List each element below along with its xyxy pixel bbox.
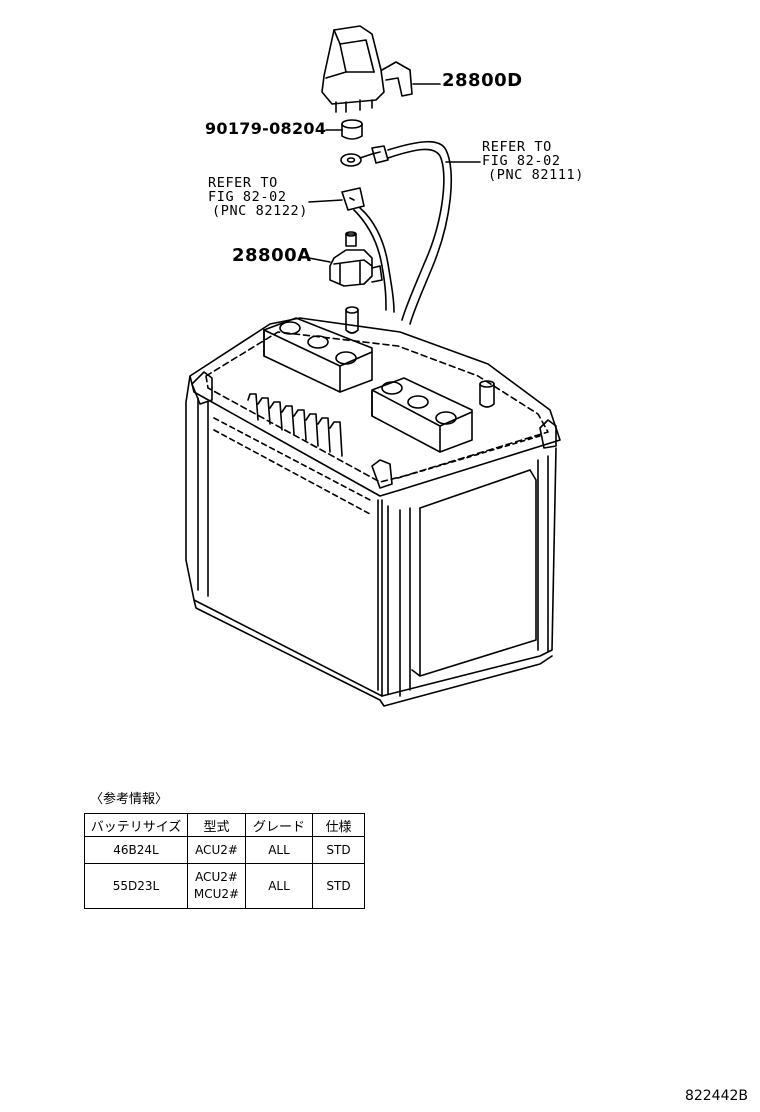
header-spec: 仕様 [312,813,365,837]
cell-model: ACU2# [187,836,246,864]
refer-line: REFER TO [482,139,552,155]
table-row: 46B24L ACU2# ALL STD [84,836,365,864]
model-line: ACU2# [195,870,238,884]
cell-grade: ALL [245,836,313,864]
refer-line: (PNC 82122) [212,203,309,219]
battery-info-table: バッテリサイズ 型式 グレード 仕様 46B24L ACU2# ALL STD … [84,813,365,909]
header-grade: グレード [245,813,313,837]
model-line: MCU2# [193,887,240,901]
table-row: 55D23L ACU2# MCU2# ALL STD [84,863,365,909]
cell-size: 55D23L [84,863,188,909]
refer-line: FIG 82-02 [208,189,287,205]
reference-info-heading: 〈参考情報〉 [90,792,169,807]
refer-line: (PNC 82111) [488,167,585,183]
header-model: 型式 [187,813,246,837]
refer-note-left: REFER TO FIG 82-02 (PNC 82122) [208,176,308,218]
negative-cable-clamp [308,187,395,313]
refer-note-right: REFER TO FIG 82-02 (PNC 82111) [482,140,584,182]
terminal-cover-part [321,25,441,113]
refer-line: REFER TO [208,175,278,191]
positive-cable [340,140,481,325]
cell-spec: STD [312,836,365,864]
battery-body [185,306,561,707]
figure-id: 822442B [684,1088,748,1104]
cell-grade: ALL [245,863,313,909]
table-header-row: バッテリサイズ 型式 グレード 仕様 [84,813,365,837]
part-label-90179-08204: 90179-08204 [205,119,327,138]
nut-part [325,119,363,140]
cell-spec: STD [312,863,365,909]
cell-size: 46B24L [84,836,188,864]
header-battery-size: バッテリサイズ [84,813,188,837]
part-label-28800A: 28800A [232,245,312,266]
cell-model: ACU2# MCU2# [187,863,246,909]
part-label-28800D: 28800D [442,70,523,91]
refer-line: FIG 82-02 [482,153,561,169]
